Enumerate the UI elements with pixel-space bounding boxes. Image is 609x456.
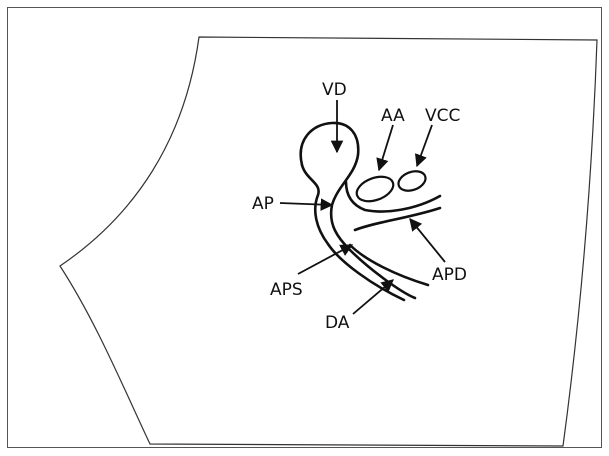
aortic-root-wall [344, 180, 442, 213]
label-vd: VD [322, 80, 347, 100]
right-ventricle-outline [299, 121, 417, 300]
vcc-arrow [414, 124, 433, 168]
label-vcc: VCC [425, 106, 460, 126]
label-aps: APS [270, 280, 303, 300]
label-ap: AP [252, 194, 274, 214]
aorta-cross-section [355, 175, 395, 203]
descending-branch-wall [348, 243, 430, 287]
label-aa: AA [381, 106, 405, 126]
label-apd: APD [432, 265, 467, 285]
ultrasound-sector-outline [59, 36, 598, 447]
vena-cava-cross-section [397, 170, 427, 192]
ap-arrow [279, 198, 334, 211]
right-pulmonary-artery [353, 206, 442, 232]
apd-arrow [409, 218, 446, 263]
aps-arrow [297, 244, 354, 275]
label-da: DA [325, 313, 350, 333]
aa-arrow [376, 124, 394, 172]
figure-frame [7, 7, 602, 448]
da-arrow [352, 279, 394, 315]
pulmonary-artery-outer-wall [300, 163, 406, 302]
